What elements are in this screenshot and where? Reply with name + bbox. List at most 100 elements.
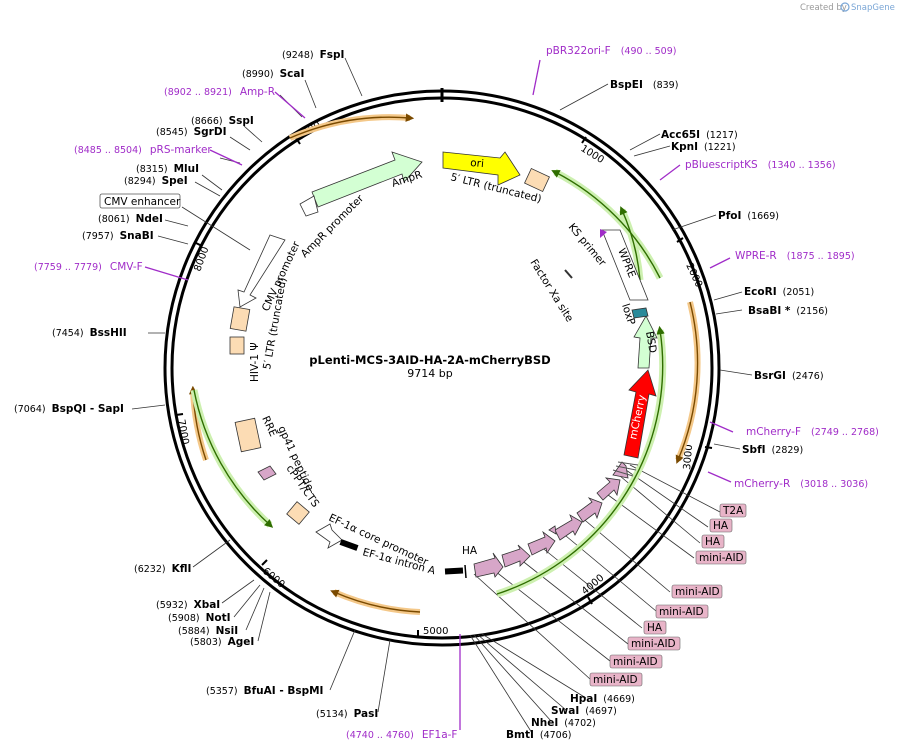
- enzyme-bfuai: (5357)BfuAI - BspMI: [206, 685, 323, 697]
- enzyme-nhei: NheI(4702): [531, 717, 596, 729]
- rre-label: RRE: [259, 414, 279, 438]
- ha-top-label: HA: [462, 545, 478, 557]
- box-ha-3: HA: [647, 622, 663, 634]
- enzyme-bspqi: (7064)BspQI - SapI: [14, 403, 124, 415]
- t2a-ticks: [612, 461, 639, 477]
- green-arcs-bg: [190, 168, 667, 598]
- enzyme-sspi: (8666)SspI: [191, 115, 254, 127]
- plasmid-name: pLenti-MCS-3AID-HA-2A-mCherryBSD: [309, 353, 550, 367]
- enzyme-bspei: BspEI(839): [610, 79, 678, 91]
- box-miniaid-4: mini-AID: [631, 638, 676, 650]
- watermark: Created by SnapGene: [800, 2, 895, 13]
- primer-prs-marker: (8485 .. 8504)pRS-marker: [74, 144, 212, 156]
- wpre-feature: [601, 229, 649, 301]
- svg-text:SnapGene: SnapGene: [851, 3, 895, 13]
- enzyme-labels-left: (9248)FspI (8990)ScaI (8666)SspI (8545)S…: [14, 49, 378, 720]
- factor-xa-label: Factor Xa site: [527, 257, 575, 324]
- box-ha-2: HA: [705, 536, 721, 548]
- primer-amp-r: (8902 .. 8921)Amp-R: [164, 86, 275, 98]
- enzyme-sbfi: SbfI(2829): [742, 444, 803, 456]
- bsd-label: BSD: [643, 330, 659, 354]
- enzyme-bsrgi: BsrGI(2476): [754, 370, 824, 382]
- bsd-arrow: [633, 315, 658, 369]
- enzyme-ndei: (8061)NdeI: [98, 213, 163, 225]
- snapgene-logo-icon: [840, 2, 850, 12]
- primer-lines: [144, 59, 734, 730]
- gp41-arrow: [257, 465, 277, 481]
- cmv-enhancer-box: CMV enhancer: [99, 193, 181, 209]
- svg-text:Created by: Created by: [800, 3, 847, 13]
- tick-3000: 3000: [682, 444, 695, 470]
- tick-1000: 1000: [578, 143, 605, 166]
- enzyme-hpai: HpaI(4669): [570, 693, 635, 705]
- primer-labels: pBR322ori-F(490 .. 509) pBluescriptKS(13…: [34, 45, 879, 741]
- enzyme-kfli: (6232)KflI: [134, 563, 191, 575]
- ef1a-black-box: [339, 539, 359, 551]
- primer-cmv-f: (7759 .. 7779)CMV-F: [34, 261, 143, 273]
- enzyme-agei: (5803)AgeI: [190, 636, 254, 648]
- enzyme-kpni: KpnI(1221): [671, 141, 736, 153]
- hiv-psi-box: [229, 336, 245, 355]
- cmv-enhancer-label: CMV enhancer: [104, 196, 181, 208]
- enzyme-bsshii: (7454)BssHII: [52, 327, 127, 339]
- ori-feature: [442, 151, 521, 186]
- enzyme-ecori: EcoRI(2051): [744, 286, 814, 298]
- primer-mcherry-f: mCherry-F(2749 .. 2768): [746, 426, 879, 438]
- box-miniaid-5: mini-AID: [613, 656, 658, 668]
- cmv-promoter-arrow: [237, 234, 286, 308]
- tag-arrows: [473, 461, 629, 578]
- enzyme-xbai: (5932)XbaI: [156, 599, 220, 611]
- enzyme-noti: (5908)NotI: [168, 612, 231, 624]
- ks-primer-marker: [600, 229, 607, 238]
- green-arcs: [193, 170, 665, 595]
- enzyme-snabi: (7957)SnaBI: [82, 230, 154, 242]
- ks-primer-label: KS primer: [566, 221, 609, 269]
- enzyme-fspi: (9248)FspI: [282, 49, 344, 61]
- plasmid-length: 9714 bp: [407, 367, 452, 380]
- enzyme-swai: SwaI(4697): [551, 705, 617, 717]
- box-miniaid-3: mini-AID: [659, 606, 704, 618]
- primer-ef1a-f: (4740 .. 4760)EF1a-F: [346, 729, 457, 741]
- hiv-psi-label: HIV-1 Ψ: [249, 342, 261, 382]
- enzyme-pfoi: PfoI(1669): [718, 210, 779, 222]
- box-miniaid-6: mini-AID: [593, 674, 638, 686]
- enzyme-bmti: BmtI(4706): [506, 729, 571, 741]
- cppt-box: [286, 501, 310, 525]
- primer-pbr322ori: pBR322ori-F(490 .. 509): [546, 45, 676, 57]
- enzyme-mlui: (8315)MluI: [136, 163, 199, 175]
- right-boxed-labels: T2A HA HA mini-AID mini-AID mini-AID HA …: [589, 503, 747, 687]
- box-ha-1: HA: [713, 520, 729, 532]
- enzyme-pasi: (5134)PasI: [316, 708, 378, 720]
- ampr-arrow: [311, 151, 423, 208]
- leader-lines: [131, 57, 753, 734]
- primer-mcherry-r: mCherry-R(3018 .. 3036): [734, 478, 868, 490]
- enzyme-nsii: (5884)NsiI: [178, 625, 238, 637]
- tick-8000: 8000: [192, 245, 211, 273]
- ltr5-left-box: [229, 306, 251, 332]
- enzyme-sgrdi: (8545)SgrDI: [156, 126, 226, 138]
- box-t2a: T2A: [722, 505, 744, 517]
- enzyme-labels-right: BmtI(4706) NheI(4702) SwaI(4697) HpaI(46…: [506, 79, 828, 741]
- enzyme-spei: (8294)SpeI: [124, 175, 188, 187]
- box-miniaid-2: mini-AID: [675, 586, 720, 598]
- tick-5000: 5000: [423, 626, 448, 637]
- box-miniaid-1: mini-AID: [699, 552, 744, 564]
- enzyme-bsabi: BsaBI *(2156): [748, 305, 828, 317]
- mcherry-arrow: [623, 369, 657, 459]
- ltr5-top-box: [524, 167, 550, 193]
- loxp-marker: [631, 307, 649, 319]
- ori-label: ori: [470, 157, 485, 170]
- black-box-2: [444, 567, 464, 575]
- tick-7000: 7000: [175, 419, 190, 446]
- ampr-promoter: [299, 195, 319, 217]
- primer-pbluescript: pBluescriptKS(1340 .. 1356): [685, 159, 836, 171]
- ticks: [175, 136, 713, 637]
- loxp-label: loxP: [619, 302, 637, 326]
- enzyme-acc65i: Acc65I(1217): [661, 129, 738, 141]
- primer-wpre-r: WPRE-R(1875 .. 1895): [735, 250, 855, 262]
- factor-xa-marker: [564, 269, 573, 279]
- enzyme-scai: (8990)ScaI: [242, 68, 304, 80]
- rre-box: [234, 417, 262, 453]
- ltr5-left-label: 5′ LTR (truncated): [261, 277, 289, 371]
